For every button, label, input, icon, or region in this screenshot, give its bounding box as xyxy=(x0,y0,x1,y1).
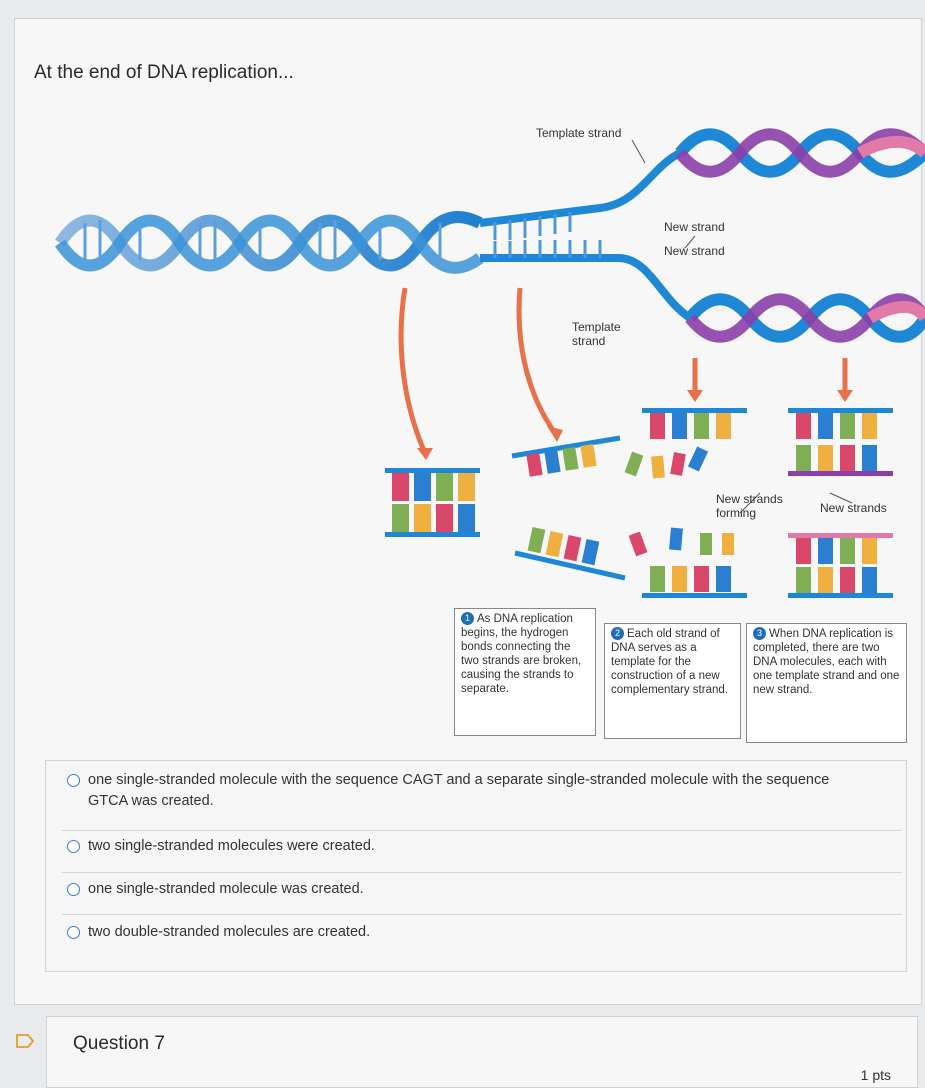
label-new-strand-2: New strand xyxy=(664,244,725,258)
option-divider xyxy=(62,830,902,831)
question-prompt: At the end of DNA replication... xyxy=(34,62,294,83)
step-number-3: 3 xyxy=(753,627,766,640)
answer-option-3-label: one single-stranded molecule was created… xyxy=(88,881,364,897)
process-arrows xyxy=(398,287,848,455)
parental-helix xyxy=(55,149,693,322)
option-divider xyxy=(62,872,902,873)
question-7-title: Question 7 xyxy=(73,1033,165,1054)
answer-option-4[interactable]: two double-stranded molecules are create… xyxy=(67,922,370,943)
step3-daughter-molecules xyxy=(788,408,893,598)
label-template-strand-top: Template strand xyxy=(536,126,622,140)
answer-option-1-label: one single-stranded molecule with the se… xyxy=(88,772,830,809)
caption-text-2: Each old strand of DNA serves as a templ… xyxy=(611,628,728,696)
step2-template-strands xyxy=(624,408,747,598)
option-divider xyxy=(62,914,902,915)
label-new-strand-1: New strand xyxy=(664,220,725,234)
caption-text-1: As DNA replication begins, the hydrogen … xyxy=(461,613,582,695)
step-number-2: 2 xyxy=(611,627,624,640)
answer-option-1[interactable]: one single-stranded molecule with the se… xyxy=(67,770,867,812)
step1-separating-strands xyxy=(511,435,626,581)
lower-daughter-helix xyxy=(685,293,925,343)
flag-icon[interactable] xyxy=(16,1034,34,1048)
radio-button-icon[interactable] xyxy=(67,774,80,787)
step1-dna-segment xyxy=(385,468,480,537)
question-7-header: Question 7 1 pts xyxy=(46,1016,918,1088)
answer-option-4-label: two double-stranded molecules are create… xyxy=(88,924,371,940)
label-new-strands: New strands xyxy=(820,501,887,515)
answer-option-2-label: two single-stranded molecules were creat… xyxy=(88,838,375,854)
radio-button-icon[interactable] xyxy=(67,926,80,939)
label-new-strands-forming: New strands forming xyxy=(716,492,783,520)
answer-option-3[interactable]: one single-stranded molecule was created… xyxy=(67,879,364,900)
dna-replication-figure: Template strand New strand New strand Te… xyxy=(40,108,925,748)
answer-options xyxy=(45,760,907,972)
upper-daughter-helix xyxy=(675,128,925,178)
question-points: 1 pts xyxy=(860,1067,891,1083)
caption-text-3: When DNA replication is completed, there… xyxy=(753,628,900,696)
radio-button-icon[interactable] xyxy=(67,883,80,896)
dna-diagram xyxy=(55,128,925,598)
radio-button-icon[interactable] xyxy=(67,840,80,853)
answer-option-2[interactable]: two single-stranded molecules were creat… xyxy=(67,836,375,857)
label-template-strand-bottom: Template strand xyxy=(572,320,621,348)
step-number-1: 1 xyxy=(461,612,474,625)
